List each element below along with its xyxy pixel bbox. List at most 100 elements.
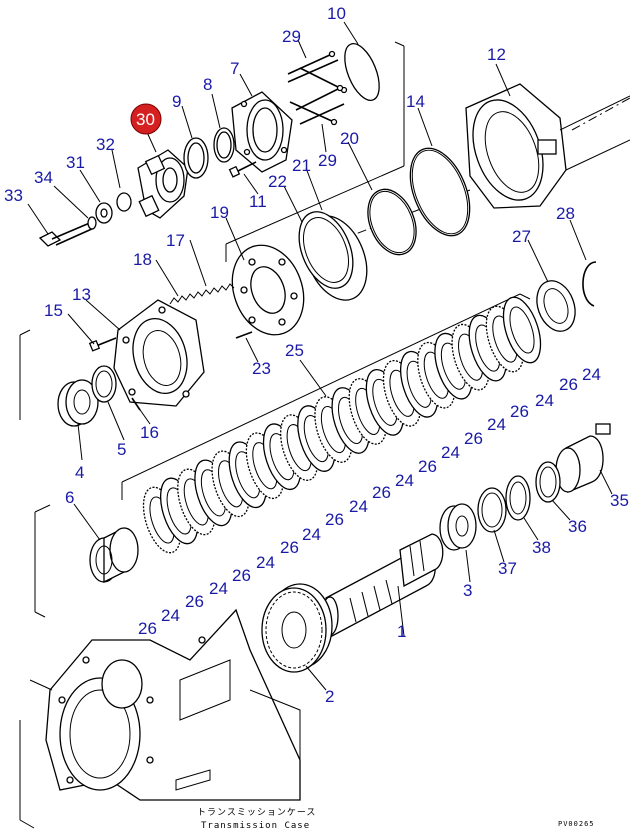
callout-11: 11: [249, 192, 267, 211]
ring-10: [344, 43, 380, 101]
callout-13: 13: [72, 285, 91, 304]
callout-18: 18: [133, 250, 152, 269]
transmission-case: [19, 608, 301, 829]
callout-24-b: 24: [535, 391, 554, 410]
washer-34: [87, 216, 97, 230]
callout-28: 28: [556, 204, 575, 223]
callout-24-j: 24: [161, 606, 180, 625]
callout-5: 5: [117, 440, 126, 459]
callout-12: 12: [487, 45, 506, 64]
caption-english: Transmission Case: [201, 821, 310, 830]
callout-9: 9: [172, 92, 181, 111]
bearing-6: [89, 527, 139, 584]
callout-30: 30: [136, 110, 155, 129]
callout-35: 35: [610, 491, 629, 510]
spring-17-18: [169, 283, 235, 305]
callout-26-i: 26: [185, 592, 204, 611]
callout-24-e: 24: [395, 471, 414, 490]
clutch-pack-outline: [19, 293, 531, 618]
cover-7: [231, 91, 293, 173]
callout-26-h: 26: [232, 566, 251, 585]
callout-38: 38: [532, 538, 551, 557]
leader-lines: [27, 21, 613, 691]
callout-14: 14: [406, 92, 425, 111]
callout-26-b: 26: [510, 402, 529, 421]
bearing-3: [439, 503, 477, 551]
seal-5: [91, 365, 117, 403]
cover-13: [113, 299, 205, 407]
callout-31: 31: [66, 153, 85, 172]
pins-29: [287, 50, 348, 126]
callout-26: 26: [559, 375, 578, 394]
callout-17: 17: [166, 231, 185, 250]
ring-38: [505, 475, 531, 521]
ring-14: [409, 147, 471, 237]
callout-3: 3: [463, 581, 472, 600]
callout-20: 20: [340, 129, 359, 148]
callout-26-e: 26: [372, 483, 391, 502]
yoke-30: [137, 149, 189, 219]
callout-24-i: 24: [209, 579, 228, 598]
callout-24: 24: [582, 365, 601, 384]
callout-29-top: 29: [282, 27, 301, 46]
clutch-labels: 24 26 24 26 24 26 24 26 24 26 24 26 24 2…: [138, 365, 601, 638]
callout-33: 33: [4, 186, 23, 205]
piston-21-22: [298, 211, 368, 301]
callout-24-d: 24: [441, 443, 460, 462]
snapring-28: [582, 261, 597, 307]
callout-32: 32: [96, 135, 115, 154]
oring-8: [213, 127, 235, 163]
gear-2: [261, 583, 333, 673]
callout-23: 23: [252, 359, 271, 378]
clutch-disc: [502, 296, 542, 364]
housing-12: [465, 83, 630, 209]
callout-10: 10: [327, 4, 346, 23]
callout-2: 2: [325, 687, 334, 706]
callout-6: 6: [65, 488, 74, 507]
callout-26-g: 26: [280, 538, 299, 557]
callout-7: 7: [230, 59, 239, 78]
callout-8: 8: [203, 75, 212, 94]
callout-4: 4: [75, 463, 84, 482]
drawing-code: PV00265: [558, 820, 595, 828]
callout-labels: 1 2 3 4 5 6 7 8 9 10 11 12 13 14 15 16 1…: [4, 4, 629, 706]
clutch-disc-bore: [509, 306, 535, 354]
ring-20: [367, 188, 417, 256]
callout-26-d: 26: [418, 457, 437, 476]
ring-37: [477, 487, 507, 533]
bolt-33: [38, 221, 95, 247]
callout-21: 21: [292, 156, 311, 175]
bearing-4: [57, 379, 99, 427]
shaft-1: [321, 533, 444, 638]
callout-16: 16: [140, 423, 159, 442]
callout-15: 15: [44, 301, 63, 320]
bearing-35: [555, 423, 611, 493]
callout-26-f: 26: [325, 510, 344, 529]
clutch-disc-pack: [142, 296, 542, 554]
callout-24-c: 24: [487, 415, 506, 434]
callout-26-c: 26: [464, 429, 483, 448]
callout-25: 25: [285, 341, 304, 360]
callout-26-j: 26: [138, 619, 157, 638]
callout-19: 19: [210, 203, 229, 222]
callout-30-highlight: [130, 103, 162, 135]
callout-1: 1: [397, 622, 406, 641]
pin-23: [235, 331, 253, 339]
caption-japanese: トランスミッションケース: [197, 807, 316, 818]
callout-22: 22: [268, 172, 287, 191]
callout-24-g: 24: [302, 525, 321, 544]
seal-32: [116, 192, 132, 212]
washer-31: [95, 202, 113, 224]
callout-27: 27: [512, 227, 531, 246]
callout-24-f: 24: [349, 497, 368, 516]
callout-29-bottom: 29: [318, 151, 337, 170]
washer-27: [536, 280, 576, 332]
ring-36: [535, 461, 561, 503]
callout-24-h: 24: [256, 553, 275, 572]
bolt-11: [228, 161, 257, 178]
callout-34: 34: [34, 168, 53, 187]
callout-37: 37: [498, 559, 517, 578]
bolt-15: [88, 337, 117, 352]
callout-36: 36: [568, 517, 587, 536]
carrier-19: [231, 244, 305, 336]
